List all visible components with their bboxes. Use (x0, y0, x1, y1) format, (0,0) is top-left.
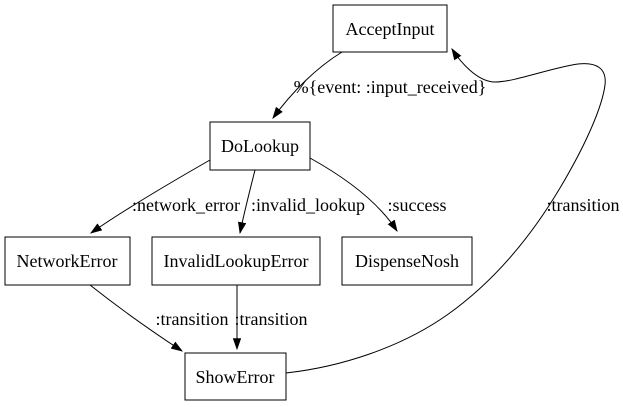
node-dolookup-label: DoLookup (221, 136, 299, 156)
node-dolookup-box (209, 121, 311, 171)
edge-networkerror-showerror (89, 284, 184, 352)
nodes: AcceptInput DoLookup NetworkError Invali… (4, 4, 473, 401)
node-acceptinput-label: AcceptInput (346, 19, 435, 39)
node-invalidlookuperror-label: InvalidLookupError (164, 251, 309, 271)
edges: %{event: :input_received} :network_error… (89, 47, 620, 374)
node-acceptinput: AcceptInput (332, 4, 448, 53)
node-dispensenosh-label: DispenseNosh (355, 251, 459, 271)
node-dolookup: DoLookup (209, 121, 311, 171)
edge-label-success: :success (388, 195, 447, 215)
edge-label-transition-invalidlookuperror: :transition (235, 309, 308, 329)
edge-acceptinput-dolookup (272, 51, 343, 119)
edge-label-network-error: :network_error (132, 195, 240, 215)
edge-showerror-acceptinput (285, 47, 606, 374)
node-invalidlookuperror-box (151, 236, 321, 286)
node-showerror: ShowError (184, 352, 287, 401)
edge-dolookup-invalidlookuperror (238, 169, 256, 235)
node-networkerror-label: NetworkError (17, 251, 118, 271)
node-invalidlookuperror: InvalidLookupError (151, 236, 321, 286)
node-showerror-label: ShowError (196, 367, 275, 387)
edge-label-transition-showerror: :transition (547, 195, 620, 215)
edge-label-input-received: %{event: :input_received} (294, 77, 487, 97)
edge-dolookup-dispensenosh (309, 157, 398, 233)
edge-label-transition-networkerror: :transition (156, 309, 229, 329)
node-networkerror-box (4, 236, 131, 286)
edge-dolookup-networkerror (90, 159, 211, 234)
node-dispensenosh: DispenseNosh (341, 236, 473, 286)
node-showerror-box (184, 352, 287, 401)
edge-label-invalid-lookup: :invalid_lookup (251, 195, 365, 215)
node-networkerror: NetworkError (4, 236, 131, 286)
node-dispensenosh-box (341, 236, 473, 286)
node-acceptinput-box (332, 4, 448, 53)
